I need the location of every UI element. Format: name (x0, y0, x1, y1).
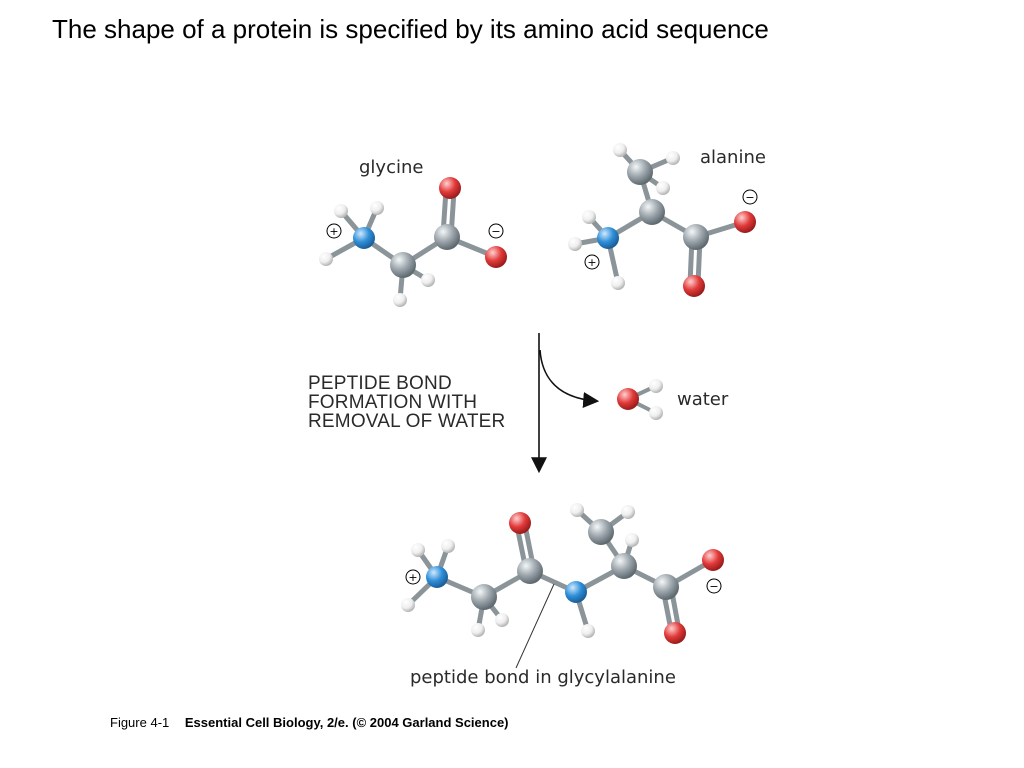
hydrogen-atom (656, 181, 670, 195)
water-label: water (677, 389, 729, 410)
oxygen-atom (439, 177, 461, 199)
svg-text:+: + (587, 256, 596, 269)
glycine-molecule: + − (319, 177, 507, 307)
reaction-text-line-2: FORMATION WITH (308, 392, 477, 413)
hydrogen-atom (613, 143, 627, 157)
hydrogen-atom (495, 613, 509, 627)
carbon-atom (611, 553, 637, 579)
svg-text:−: − (745, 191, 754, 204)
hydrogen-atom (411, 543, 425, 557)
oxygen-atom (702, 549, 724, 571)
glycylalanine-molecule: + − (401, 503, 724, 669)
svg-text:+: + (329, 225, 338, 238)
hydrogen-atom (441, 539, 455, 553)
plus-charge: + (326, 223, 342, 239)
reaction-text-line-1: PEPTIDE BOND (308, 373, 452, 394)
minus-charge: − (706, 578, 722, 594)
carbon-atom (683, 224, 709, 250)
nitrogen-atom (597, 227, 619, 249)
svg-text:+: + (408, 571, 417, 584)
product-label: peptide bond in glycylalanine (410, 667, 676, 688)
hydrogen-atom (625, 533, 639, 547)
hydrogen-atom (393, 293, 407, 307)
hydrogen-atom (319, 252, 333, 266)
water-removal-arrow (539, 349, 600, 408)
oxygen-atom (734, 211, 756, 233)
carbon-atom (627, 159, 653, 185)
oxygen-atom (617, 388, 639, 410)
slide-title: The shape of a protein is specified by i… (52, 14, 769, 44)
oxygen-atom (664, 622, 686, 644)
figure-number: Figure 4-1 (110, 715, 170, 730)
carbon-atom (588, 519, 614, 545)
reaction-arrows (531, 333, 600, 474)
nitrogen-atom (353, 227, 375, 249)
carbon-atom (390, 252, 416, 278)
water-molecule (617, 379, 663, 420)
plus-charge: + (584, 254, 600, 270)
hydrogen-atom (421, 273, 435, 287)
carbon-atom (639, 199, 665, 225)
alanine-molecule: + − (568, 143, 758, 297)
hydrogen-atom (401, 598, 415, 612)
carbon-atom (653, 574, 679, 600)
figure-source: Essential Cell Biology, 2/e. (© 2004 Gar… (184, 715, 509, 730)
hydrogen-atom (649, 406, 663, 420)
reaction-text-line-3: REMOVAL OF WATER (308, 411, 505, 432)
carbon-atom (434, 224, 460, 250)
hydrogen-atom (581, 624, 595, 638)
hydrogen-atom (471, 623, 485, 637)
peptide-bond-pointer (515, 583, 555, 669)
nitrogen-atom (426, 566, 448, 588)
svg-text:−: − (491, 225, 500, 238)
figure-caption: Figure 4-1 Essential Cell Biology, 2/e. … (110, 715, 509, 730)
hydrogen-atom (370, 201, 384, 215)
glycine-label: glycine (359, 157, 423, 178)
svg-text:−: − (709, 580, 718, 593)
hydrogen-atom (649, 379, 663, 393)
hydrogen-atom (621, 505, 635, 519)
hydrogen-atom (568, 237, 582, 251)
oxygen-atom (485, 246, 507, 268)
oxygen-atom (683, 275, 705, 297)
plus-charge: + (405, 569, 421, 585)
minus-charge: − (742, 189, 758, 205)
oxygen-atom (509, 512, 531, 534)
hydrogen-atom (570, 503, 584, 517)
hydrogen-atom (334, 204, 348, 218)
carbon-atom (471, 584, 497, 610)
minus-charge: − (488, 223, 504, 239)
hydrogen-atom (666, 151, 680, 165)
alanine-label: alanine (700, 147, 766, 168)
hydrogen-atom (582, 210, 596, 224)
hydrogen-atom (611, 276, 625, 290)
carbon-atom (517, 558, 543, 584)
nitrogen-atom (565, 581, 587, 603)
